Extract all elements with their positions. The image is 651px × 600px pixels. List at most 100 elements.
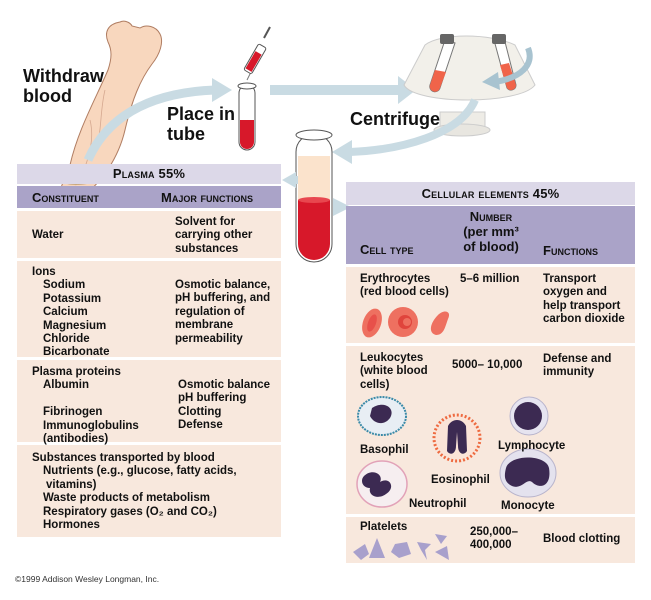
function-line: permeability	[175, 332, 243, 345]
function-line: immunity	[543, 366, 595, 379]
type-platelets: Platelets	[360, 521, 408, 533]
function-line: Osmotic balance	[178, 379, 271, 391]
ion-item: Sodium	[43, 279, 86, 292]
function-line: pH buffering	[178, 392, 247, 405]
function-proteins: Osmotic balance pH buffering Clotting De…	[178, 379, 270, 433]
arrow-head	[212, 78, 232, 102]
neutrophil-icon	[356, 460, 408, 508]
copyright: ©1999 Addison Wesley Longman, Inc.	[15, 574, 160, 584]
label-monocyte: Monocyte	[501, 500, 555, 512]
white-blood-cells-icons	[356, 396, 557, 508]
step-place-line1: Place in	[167, 104, 236, 124]
step-withdraw-blood: Withdraw blood	[23, 66, 104, 106]
header-number: Number (per mm³ of blood)	[456, 209, 526, 254]
substance-item: Respiratory gases (O₂ and CO₂)	[43, 505, 217, 518]
plasma-row-ions: Ions Sodium Potassium Calcium Magnesium …	[17, 261, 281, 360]
function-line: carbon dioxide	[543, 313, 625, 326]
plasma-row-water: Water Solvent for carrying other substan…	[17, 211, 281, 258]
plasma-header: Constituent Major functions	[17, 186, 281, 208]
type-line: Leukocytes	[360, 352, 424, 364]
function-line: pH buffering, and	[175, 292, 271, 305]
function-platelets: Blood clotting	[543, 533, 621, 545]
function-erythrocytes: Transport oxygen and help transport carb…	[543, 273, 625, 327]
arrow-tube-to-centrifuge	[270, 85, 400, 95]
step-centrifuge: Centrifuge	[350, 109, 440, 129]
substance-item: vitamins)	[46, 478, 97, 491]
cellular-row-leukocytes: Leukocytes (white blood cells) 5000– 10,…	[346, 346, 635, 514]
function-line: Defense	[178, 419, 223, 432]
header-major-functions: Major functions	[161, 190, 253, 205]
function-line: carrying other	[175, 229, 253, 242]
header-number-line: of blood)	[463, 239, 519, 254]
function-line: substances	[175, 242, 239, 255]
ion-item: Potassium	[43, 292, 102, 305]
constituent-water: Water	[32, 229, 64, 241]
cellular-title: Cellular elements 45%	[346, 182, 635, 205]
label-lymphocyte: Lymphocyte	[498, 440, 566, 452]
header-number-line: Number	[469, 209, 513, 224]
function-line: Transport	[543, 273, 597, 285]
function-line: regulation of	[175, 305, 245, 318]
function-line: Solvent for	[175, 216, 236, 228]
plasma-row-proteins: Plasma proteins Albumin Fibrinogen Immun…	[17, 360, 281, 445]
ion-item: Calcium	[43, 306, 88, 319]
plasma-table: Plasma 55% Constituent Major functions W…	[17, 164, 281, 537]
constituent-substances: Substances transported by blood Nutrient…	[32, 452, 237, 532]
type-erythrocytes: Erythrocytes (red blood cells)	[360, 273, 449, 300]
test-tube-small	[237, 82, 257, 151]
step-place-line2: tube	[167, 124, 205, 144]
number-line: 400,000	[470, 539, 512, 552]
platelets-icon	[353, 534, 449, 560]
arrow-centrifuge-to-tube	[349, 98, 479, 156]
protein-item: (antibodies)	[43, 433, 109, 446]
header-number-line: (per mm³	[463, 224, 519, 239]
function-line: membrane	[175, 319, 234, 332]
protein-item: Albumin	[43, 379, 89, 392]
arrow-to-cellular	[333, 198, 351, 216]
function-water: Solvent for carrying other substances	[175, 216, 252, 256]
number-platelets: 250,000– 400,000	[470, 526, 518, 553]
type-leukocytes: Leukocytes (white blood cells)	[360, 352, 428, 392]
header-cell-type: Cell type	[360, 242, 414, 257]
step-place-in-tube: Place in tube	[167, 104, 235, 144]
plasma-title: Plasma 55%	[17, 164, 281, 184]
number-erythrocytes: 5–6 million	[460, 273, 520, 285]
header-constituent: Constituent	[32, 190, 99, 205]
basophil-icon	[357, 396, 407, 436]
label-basophil: Basophil	[360, 444, 409, 456]
type-line: (red blood cells)	[360, 286, 449, 299]
substance-item: Hormones	[43, 519, 100, 532]
protein-item: Immunoglobulins	[43, 419, 139, 432]
red-blood-cells-icon	[362, 307, 450, 338]
function-line: Defense and	[543, 353, 612, 365]
number-leukocytes: 5000– 10,000	[452, 359, 523, 371]
function-ions: Osmotic balance, pH buffering, and regul…	[175, 279, 270, 346]
syringe-icon	[243, 26, 271, 81]
arrow-arm-to-tube	[83, 85, 216, 162]
ion-item: Magnesium	[43, 319, 107, 332]
protein-item: Fibrinogen	[43, 406, 103, 419]
group-label: Substances transported by blood	[32, 452, 215, 464]
monocyte-icon	[499, 448, 557, 498]
type-line: (white blood	[360, 365, 428, 378]
eosinophil-icon	[432, 413, 482, 463]
plasma-row-substances: Substances transported by blood Nutrient…	[17, 445, 281, 537]
type-line: cells)	[360, 378, 390, 391]
function-line: help transport	[543, 299, 621, 312]
substance-item: Nutrients (e.g., glucose, fatty acids,	[43, 465, 237, 478]
cellular-row-erythrocytes: Erythrocytes (red blood cells) 5–6 milli…	[346, 267, 635, 343]
function-line: Clotting	[178, 405, 222, 418]
constituent-proteins: Plasma proteins Albumin Fibrinogen Immun…	[32, 366, 139, 446]
function-line: Osmotic balance,	[175, 279, 271, 291]
header-functions: Functions	[543, 243, 598, 258]
number-line: 250,000–	[470, 526, 518, 538]
test-tube-separated	[295, 129, 333, 263]
substance-item: Waste products of metabolism	[43, 492, 210, 505]
protein-spacer	[32, 393, 139, 406]
ion-item: Bicarbonate	[43, 346, 110, 359]
constituent-ions: Ions Sodium Potassium Calcium Magnesium …	[32, 266, 109, 360]
step-withdraw-line2: blood	[23, 86, 72, 106]
function-line: oxygen and	[543, 286, 607, 299]
cellular-elements-table: Cellular elements 45% Cell type Number (…	[346, 182, 635, 563]
